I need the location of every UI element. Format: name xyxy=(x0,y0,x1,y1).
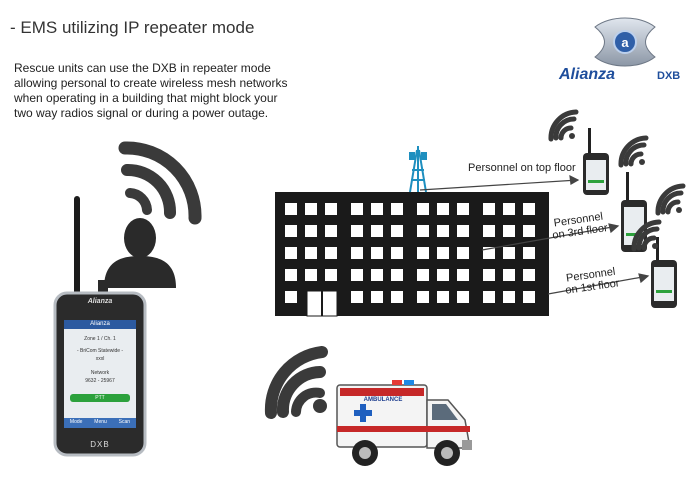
building-window xyxy=(285,247,297,259)
building-window xyxy=(417,247,429,259)
building-window xyxy=(285,269,297,281)
big-radio xyxy=(53,196,147,457)
logo-product-text: DXB xyxy=(657,70,680,82)
building-window xyxy=(305,225,317,237)
building-window xyxy=(457,269,469,281)
building-window xyxy=(503,247,515,259)
radio-zone: Zone 1 / Ch. 1 xyxy=(84,336,116,342)
radio-brand-label: Alianza xyxy=(87,298,113,305)
building-window xyxy=(437,247,449,259)
building-windows xyxy=(285,203,535,303)
slide-description: Rescue units can use the DXB in repeater… xyxy=(14,61,288,120)
building-window xyxy=(483,203,495,215)
building-window xyxy=(503,291,515,303)
building-window xyxy=(417,269,429,281)
radio-softkey-menu: Menu xyxy=(94,419,107,425)
building-window xyxy=(523,225,535,237)
radio-antenna xyxy=(74,196,80,296)
small-wifi-icon-1 xyxy=(548,109,579,142)
radio-model: DXB xyxy=(90,440,110,449)
building-window xyxy=(417,291,429,303)
radio-ptt-button: PTT xyxy=(95,395,105,401)
building xyxy=(275,192,549,317)
building-window xyxy=(325,269,337,281)
building-window xyxy=(391,247,403,259)
building-window xyxy=(457,247,469,259)
small-wifi-icon-2 xyxy=(618,135,649,168)
building-window xyxy=(371,225,383,237)
building-window xyxy=(305,269,317,281)
building-window xyxy=(305,247,317,259)
building-window xyxy=(391,269,403,281)
building-window xyxy=(351,269,363,281)
building-window xyxy=(325,225,337,237)
building-window xyxy=(285,203,297,215)
building-window xyxy=(325,247,337,259)
building-window xyxy=(351,291,363,303)
large-wifi-icon xyxy=(118,141,202,225)
building-window xyxy=(417,225,429,237)
logo-brand-text: Alianza xyxy=(558,66,615,83)
radio-softkey-mode: Mode xyxy=(69,419,83,425)
building-window xyxy=(371,247,383,259)
building-window xyxy=(371,203,383,215)
radio-net-value: 9632 - 25967 xyxy=(85,378,115,384)
ambulance-wifi-icon xyxy=(264,346,328,419)
building-window xyxy=(285,225,297,237)
person-silhouette-icon xyxy=(104,218,176,288)
radio-net-label: Network xyxy=(90,370,110,376)
building-window xyxy=(371,269,383,281)
building-window xyxy=(391,291,403,303)
building-window xyxy=(457,203,469,215)
building-window xyxy=(325,203,337,215)
building-window xyxy=(437,291,449,303)
building-window xyxy=(503,269,515,281)
building-window xyxy=(503,203,515,215)
building-window xyxy=(437,203,449,215)
building-window xyxy=(351,203,363,215)
alianza-emblem-icon: a Alianza DXB xyxy=(558,17,680,83)
building-window xyxy=(391,203,403,215)
radio-softkeys: Mode Menu Scan xyxy=(64,419,136,425)
slide-title: - EMS utilizing IP repeater mode xyxy=(10,18,255,37)
building-window xyxy=(523,269,535,281)
ambulance-label: AMBULANCE xyxy=(363,397,403,403)
building-window xyxy=(483,269,495,281)
building-window xyxy=(305,203,317,215)
building-window xyxy=(285,291,297,303)
building-window xyxy=(483,247,495,259)
svg-text:a: a xyxy=(621,35,629,50)
building-window xyxy=(523,247,535,259)
building-window xyxy=(437,269,449,281)
radio-tower-icon xyxy=(409,146,427,193)
building-window xyxy=(437,225,449,237)
building-window xyxy=(351,225,363,237)
building-window xyxy=(483,225,495,237)
small-wifi-icon-4 xyxy=(631,219,662,252)
small-wifi-icon-3 xyxy=(655,183,686,216)
small-radio-top xyxy=(583,128,609,195)
building-window xyxy=(503,225,515,237)
building-window xyxy=(391,225,403,237)
radio-network-line1: - BriCom Statewide - xyxy=(76,348,124,354)
small-radio-1st xyxy=(651,237,677,308)
radio-softkey-scan: Scan xyxy=(118,419,131,425)
alianza-logo: a Alianza DXB xyxy=(555,15,695,85)
arrows xyxy=(419,174,650,295)
building-window xyxy=(523,203,535,215)
building-window xyxy=(457,291,469,303)
building-window xyxy=(457,225,469,237)
building-window xyxy=(523,291,535,303)
radio-network-line2: xxxl xyxy=(95,356,105,362)
building-window xyxy=(351,247,363,259)
building-window xyxy=(483,291,495,303)
ambulance xyxy=(336,380,472,466)
building-window xyxy=(417,203,429,215)
building-window xyxy=(371,291,383,303)
radio-app-title: Alianza xyxy=(90,321,110,327)
label-top-floor: Personnel on top floor xyxy=(468,162,576,174)
